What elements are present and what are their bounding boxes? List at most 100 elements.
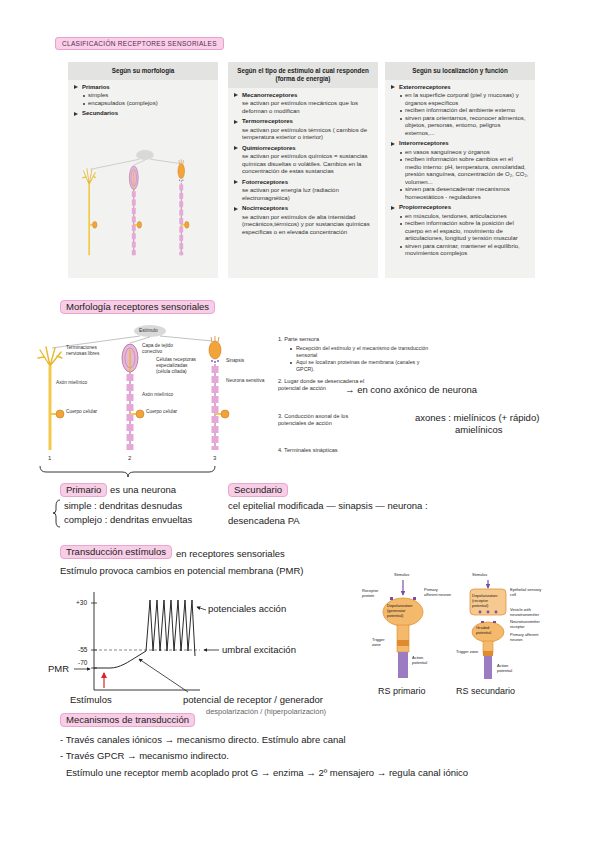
figure-label: Trigger zone [456,650,480,655]
category-name: Quimiorreceptores [242,145,372,153]
handwritten-note: despolarización / (hiperpolarización) [206,707,326,716]
figure-label: Neurona sensitiva [226,378,264,384]
panel-heading: Según el tipo de estímulo al cual respon… [228,62,378,88]
bullet-item: Aquí se localizan proteínas de membrana … [296,359,431,373]
bullet-item: Recepción del estímulo y el mecanismo de… [296,345,431,359]
classification-panel: Según su morfologíaPrimariossimplesencap… [68,62,218,278]
handwritten-note: en receptores sensoriales [176,548,285,559]
figure-label: Primary afferent neuron [424,588,452,598]
receptor-cell [209,341,221,359]
trigger-zone [397,640,409,646]
handwritten-note: potenciales acción [208,603,286,614]
page-title: CLASIFICACIÓN RECEPTORES SENSORIALES [55,37,224,50]
handwritten-note: simple : dendritas desnudas [64,500,182,511]
section-heading-box: Mecanismos de transducción [60,713,195,727]
free-nerve-endings [38,347,62,366]
description-text: se activan por energía luz (radiación el… [242,187,372,202]
figure-label: Depolarization (generator potential) [387,604,419,618]
figure-label: Receptor protein [362,589,384,599]
afferent-ending [472,622,504,642]
figure-label: Stimulus [394,573,409,578]
description-text: se activan por estímulos mecánicos que l… [242,100,372,115]
primary-receptor-figure [383,580,423,678]
figure-caption: RS primario [378,686,426,696]
figure-label: Action potential [412,656,436,666]
bullet-item: en la superficie corporal (piel y mucosa… [405,92,529,107]
stimulus-arrow [103,673,104,688]
bullet-item: encapsulados (complejos) [88,100,212,108]
figure-label: Axón mielínico [142,392,173,398]
small-receptor-figure [82,150,189,255]
handwritten-note: es una neurona [110,484,176,495]
handwritten-note: axones : mielínicos (+ rápido) [415,412,539,423]
section-heading: Primario [66,484,101,496]
bullet-item: reciben información sobre cambios en el … [405,156,529,186]
stimulus-pill [134,325,166,337]
callout-number: 3 [213,455,216,461]
myelin-sheath [212,366,219,450]
section-heading: Mecanismos de transducción [66,714,189,726]
category-name: Exterorreceptores [399,84,529,92]
figure-label: Células receptoras especializadas (célul… [156,357,202,374]
cell-stalk [130,413,136,415]
callout-number: 2 [128,455,131,461]
list-item: 3. Conducción axonal de los potenciales … [278,413,378,428]
axon [215,364,216,450]
figure-label: Primary afferent neuron [510,633,546,643]
figure-label: Capa de tejido conectivo [142,343,186,355]
myelin-sheath [127,374,134,450]
cell-stalk [50,413,56,415]
figure-label: Depolarization (receptor potential) [472,594,504,608]
vesicle [487,611,490,614]
receptor-neurons-figure [38,325,229,450]
axon [49,366,52,450]
panel-heading: Según su morfología [68,62,218,80]
category-name: Primarios [82,84,212,92]
figure-label: Trigger zone [372,638,394,648]
section-heading: Secundario [234,484,282,496]
action-potential-axon [484,656,492,679]
section-heading: Morfología receptores sensoriales [66,301,209,313]
handwritten-note: - Través canales iónicos → mecanismo dir… [60,734,346,745]
bullet-item: en vasos sanguíneos y órganos [405,149,529,157]
figure-label: Action potential [497,664,523,674]
handwritten-note: amielínicos [455,424,503,435]
handwritten-note: PMR [48,663,69,674]
bullet-item: sirven para desencadenar mecanismos home… [405,186,529,201]
figure-label: Axón mielínico [56,380,87,386]
receptor-protein [390,597,393,600]
leader-line [197,607,206,610]
potential-curve [94,600,195,668]
category-name: Propiorreceptores [399,204,529,212]
cell-body [136,410,144,418]
figure-label: Stimulus [472,573,487,578]
bullet-item: en músculos, tendones, articulaciones [405,213,529,221]
axis-value: -55 [78,646,87,653]
description-text: se activan por estímulos químicos = sust… [242,153,372,176]
category-name: Nocirreceptores [242,205,372,213]
description-text: se activan por estímulos de alta intensi… [242,214,372,237]
figure-label: Terminaciones nerviosas libres [66,345,106,357]
section-heading: Transducción estímulos [66,546,166,558]
handwritten-note: cel epitelial modificada — sinapsis — ne… [228,500,428,511]
receptor-ending [383,598,423,626]
handwritten-note: - Través GPCR → mecanismo indirecto. [60,750,229,761]
axis-value: +30 [76,599,87,606]
membrane-potential-graph [74,592,219,692]
receptor-neurons-figure [217,360,219,362]
capsule [122,344,138,372]
handwritten-note: Estímulo provoca cambios en potencial me… [60,565,303,576]
handwritten-note: desencadena PA [228,515,300,526]
brace [53,500,60,527]
category-name: Fotorreceptores [242,179,372,187]
threshold-line [94,650,200,651]
section-heading-box: Transducción estímulos [60,545,172,559]
callout-number: 1 [48,455,51,461]
vesicle [479,611,482,614]
axis-tick [91,603,97,668]
cell-stalk [215,413,221,415]
receptor-neurons-figure [211,360,213,362]
axon-trunk [397,625,409,652]
classification-panel: Según el tipo de estímulo al cual respon… [228,62,378,278]
